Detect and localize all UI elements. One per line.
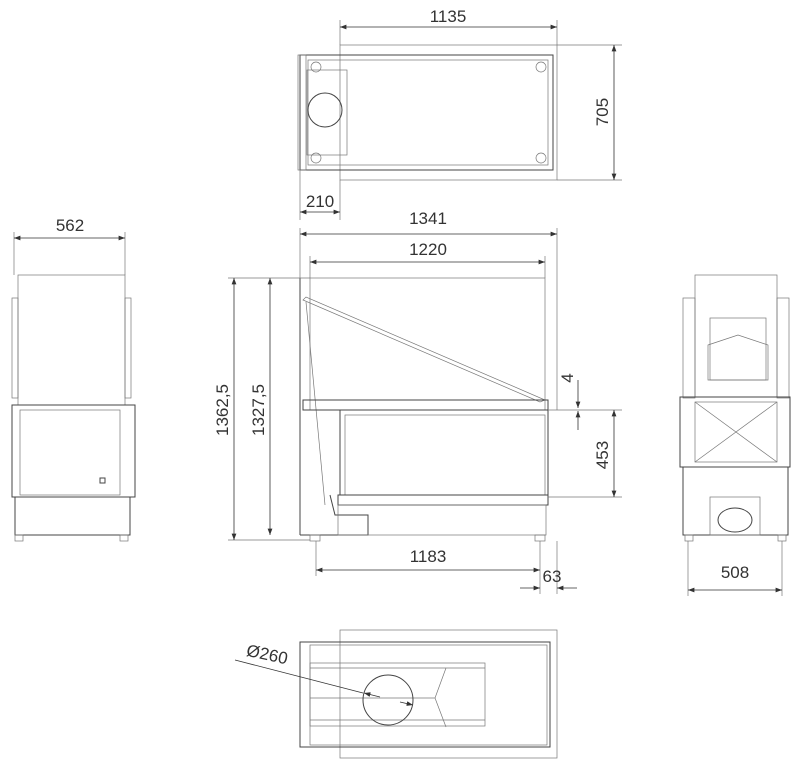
dim-glass-width: 1220 xyxy=(409,240,447,259)
dim-right-width: 508 xyxy=(721,563,749,582)
dim-overall-height: 1362,5 xyxy=(213,384,232,436)
right-view xyxy=(679,274,791,596)
dim-feet-span: 1183 xyxy=(410,547,447,566)
flue-circle-icon xyxy=(362,674,414,726)
dim-top-width: 1135 xyxy=(430,7,467,26)
left-view xyxy=(11,232,136,542)
front-view xyxy=(228,228,622,594)
dim-left-width: 562 xyxy=(56,216,84,235)
dim-top-offset: 210 xyxy=(306,192,334,211)
dim-body-height: 1327,5 xyxy=(249,384,268,436)
dim-top-depth: 705 xyxy=(593,98,612,126)
top-view xyxy=(297,20,622,220)
flue-outlet-icon xyxy=(307,92,343,128)
dim-overall-width: 1341 xyxy=(409,209,447,228)
dim-opening-height: 453 xyxy=(593,441,612,469)
dim-gap: 4 xyxy=(558,373,577,382)
dim-foot-offset: 63 xyxy=(543,567,562,586)
bottom-view xyxy=(234,629,558,759)
